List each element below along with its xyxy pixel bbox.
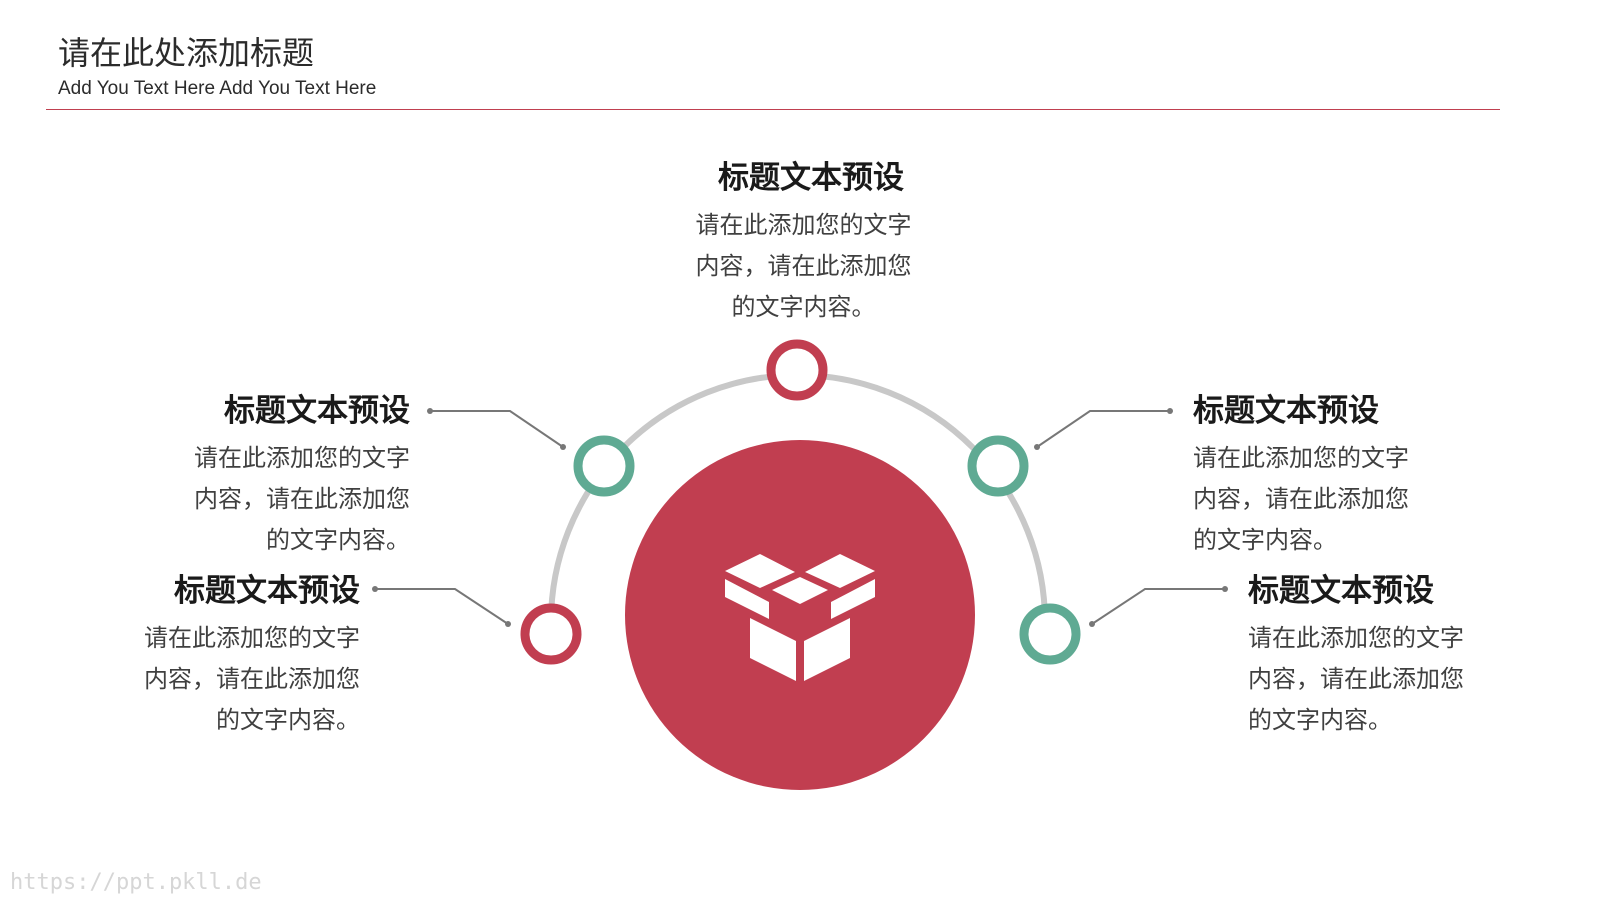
node-right-lower <box>1019 603 1081 665</box>
item-body: 请在此添加您的文字 内容，请在此添加您 的文字内容。 <box>144 624 360 735</box>
slide-subtitle: Add You Text Here Add You Text Here <box>58 78 377 99</box>
connector-left-lower <box>372 586 511 627</box>
item-title: 标题文本预设 <box>174 573 360 609</box>
item-body: 请在此添加您的文字 内容，请在此添加您 的文字内容。 <box>695 211 912 322</box>
node-top <box>766 339 828 401</box>
item-body: 请在此添加您的文字 内容，请在此添加您 的文字内容。 <box>1193 444 1409 555</box>
header-rule <box>46 109 1500 110</box>
slide-title: 请在此处添加标题 <box>58 34 315 72</box>
item-top: 标题文本预设 请在此添加您的文字 内容，请在此添加您 的文字内容。 <box>674 160 934 328</box>
item-right-upper: 标题文本预设 请在此添加您的文字 内容，请在此添加您 的文字内容。 <box>1193 393 1453 561</box>
center-circle <box>625 440 975 790</box>
item-left-upper: 标题文本预设 请在此添加您的文字 内容，请在此添加您 的文字内容。 <box>150 393 410 561</box>
item-title: 标题文本预设 <box>1193 393 1379 429</box>
item-left-lower: 标题文本预设 请在此添加您的文字 内容，请在此添加您 的文字内容。 <box>100 573 360 741</box>
open-box-icon <box>725 554 875 681</box>
watermark: https://ppt.pkll.de <box>10 870 262 895</box>
node-left-lower <box>520 603 582 665</box>
node-right-upper <box>967 435 1029 497</box>
item-title: 标题文本预设 <box>1248 573 1434 609</box>
connector-right-lower <box>1089 586 1228 627</box>
item-right-lower: 标题文本预设 请在此添加您的文字 内容，请在此添加您 的文字内容。 <box>1248 573 1508 741</box>
connector-right-upper <box>1034 408 1173 450</box>
item-body: 请在此添加您的文字 内容，请在此添加您 的文字内容。 <box>194 444 410 555</box>
node-left-upper <box>573 435 635 497</box>
item-title: 标题文本预设 <box>718 160 904 196</box>
connector-left-upper <box>427 408 566 450</box>
item-body: 请在此添加您的文字 内容，请在此添加您 的文字内容。 <box>1248 624 1464 735</box>
item-title: 标题文本预设 <box>224 393 410 429</box>
